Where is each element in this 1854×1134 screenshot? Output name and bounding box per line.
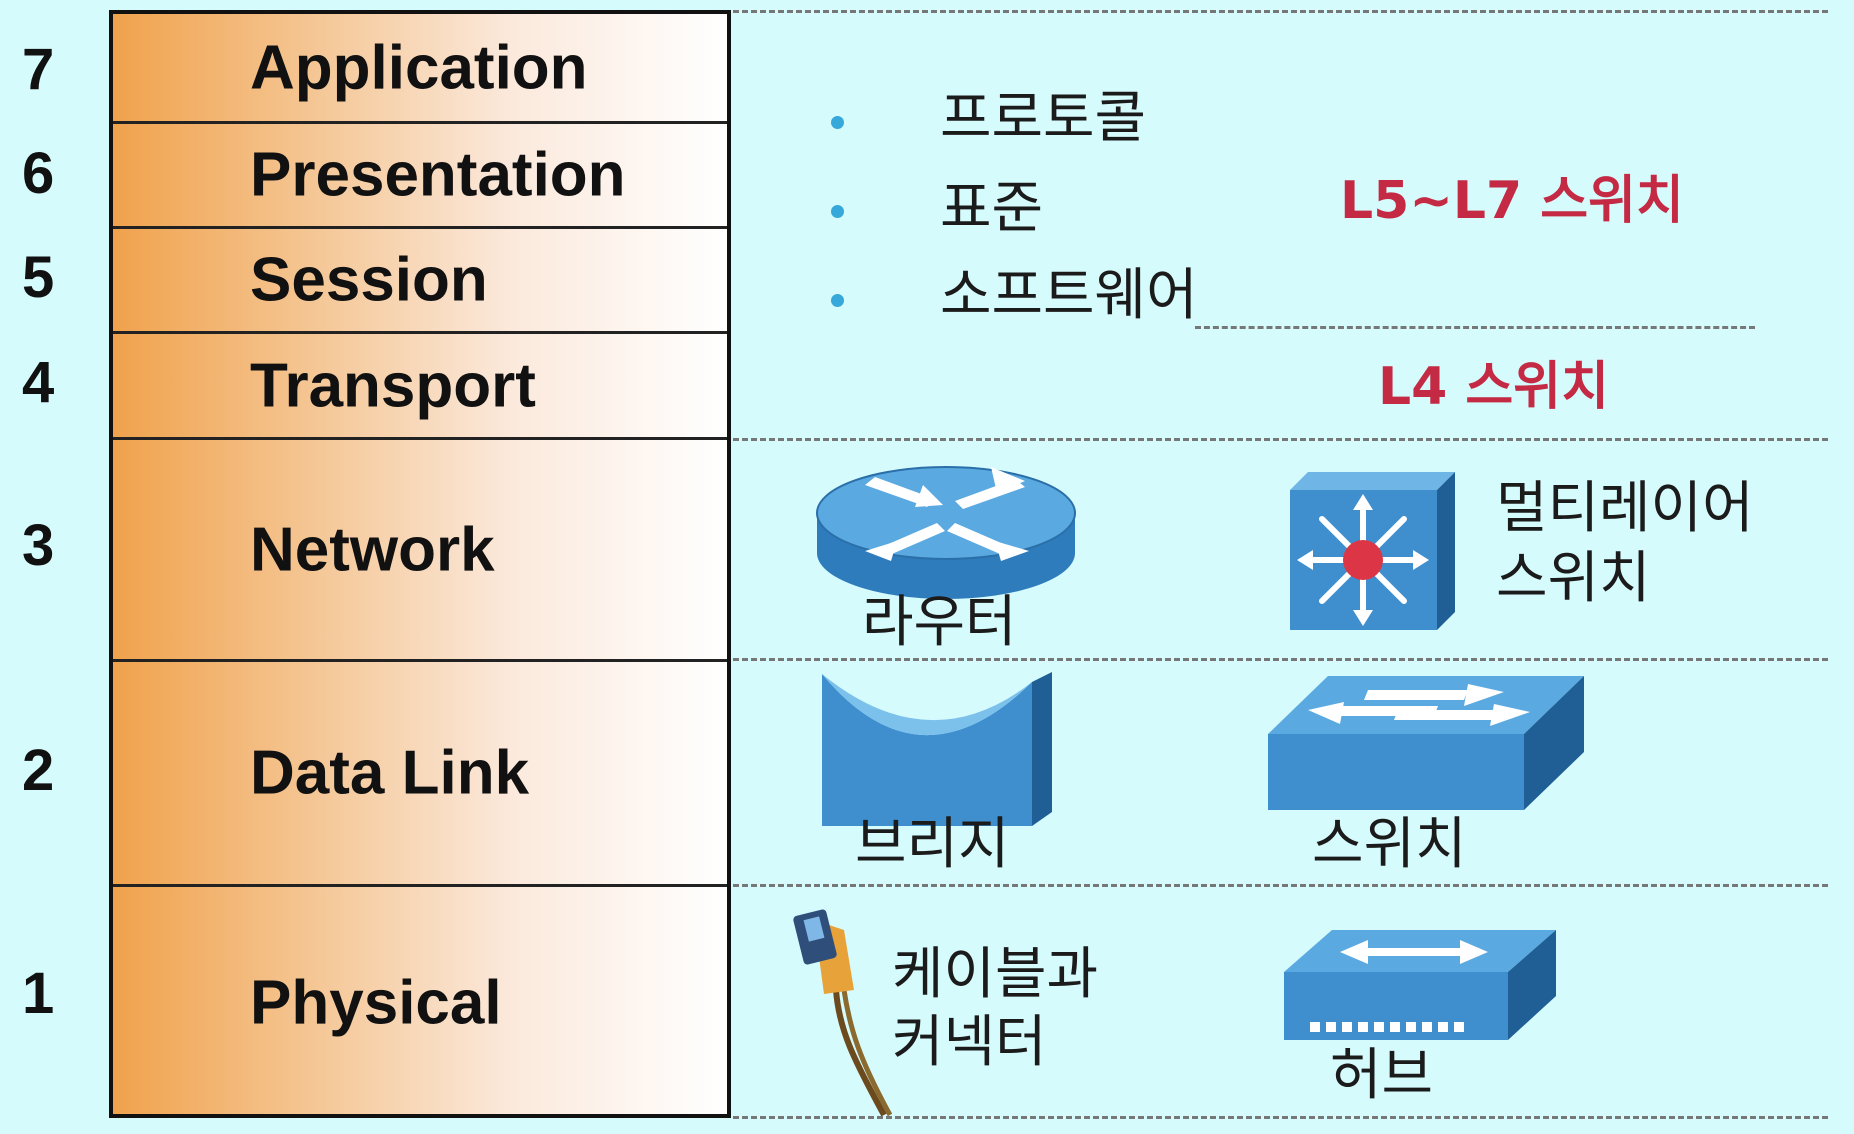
l4-switch-label: L4 스위치 bbox=[1378, 357, 1609, 417]
bullet-dot-2 bbox=[831, 205, 844, 218]
cable-connector-icon bbox=[793, 909, 893, 1117]
switch-label: 스위치 bbox=[1312, 812, 1467, 877]
multilayer-switch-icon bbox=[1290, 472, 1455, 630]
cable-label-2: 커넥터 bbox=[892, 1010, 1047, 1075]
layer-number-7: 7 bbox=[22, 37, 55, 102]
multilayer-switch-label-2: 스위치 bbox=[1496, 546, 1651, 611]
divider-l2-l1 bbox=[733, 884, 1828, 887]
bridge-label: 브리지 bbox=[855, 812, 1010, 877]
divider-l5-l4 bbox=[1195, 326, 1755, 329]
layer-label-application: Application bbox=[250, 33, 588, 102]
l5-l7-switch-label: L5~L7 스위치 bbox=[1340, 171, 1684, 231]
layer-application: Application bbox=[113, 14, 727, 124]
layer-physical: Physical bbox=[113, 887, 727, 1118]
layer-presentation: Presentation bbox=[113, 124, 727, 229]
bullet-protocol: 프로토콜 bbox=[940, 86, 1147, 151]
layer-network: Network bbox=[113, 440, 727, 662]
hub-icon bbox=[1284, 930, 1556, 1040]
divider-bottom bbox=[733, 1116, 1828, 1119]
layer-number-1: 1 bbox=[22, 961, 55, 1026]
layer-label-transport: Transport bbox=[250, 351, 536, 420]
layer-session: Session bbox=[113, 229, 727, 334]
bullet-dot-3 bbox=[831, 294, 844, 307]
bullet-standard: 표준 bbox=[940, 176, 1044, 241]
divider-top bbox=[733, 10, 1828, 13]
layer-data-link: Data Link bbox=[113, 662, 727, 887]
bullet-software: 소프트웨어 bbox=[940, 263, 1198, 328]
layer-label-session: Session bbox=[250, 245, 488, 315]
bridge-icon bbox=[822, 672, 1052, 826]
layer-number-5: 5 bbox=[22, 245, 55, 310]
osi-layer-stack: Application Presentation Session Transpo… bbox=[109, 10, 731, 1118]
router-label: 라우터 bbox=[862, 590, 1017, 655]
hub-label: 허브 bbox=[1330, 1043, 1434, 1108]
bullet-dot-1 bbox=[831, 116, 844, 129]
multilayer-switch-label-1: 멀티레이어 bbox=[1496, 476, 1754, 541]
divider-l4-l3 bbox=[733, 438, 1828, 441]
divider-l3-l2 bbox=[733, 658, 1828, 661]
layer-number-6: 6 bbox=[22, 141, 55, 206]
layer-number-4: 4 bbox=[22, 350, 55, 415]
layer-transport: Transport bbox=[113, 334, 727, 440]
router-icon bbox=[816, 466, 1076, 599]
cable-label-1: 케이블과 bbox=[892, 942, 1099, 1007]
layer-label-data-link: Data Link bbox=[250, 738, 530, 808]
layer-label-presentation: Presentation bbox=[250, 140, 626, 210]
layer-label-network: Network bbox=[250, 515, 495, 584]
switch-icon bbox=[1268, 676, 1584, 810]
layer-number-3: 3 bbox=[22, 513, 55, 578]
layer-number-2: 2 bbox=[22, 738, 55, 803]
layer-label-physical: Physical bbox=[250, 968, 502, 1037]
